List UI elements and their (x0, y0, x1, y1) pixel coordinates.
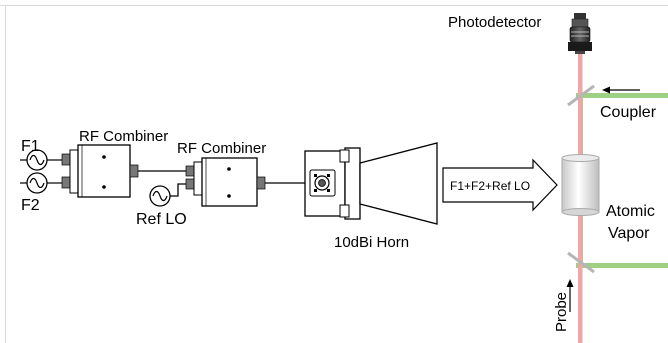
rf-combiner-2-label: RF Combiner (177, 140, 266, 157)
sine-source-icon (149, 183, 190, 207)
horn-label: 10dBi Horn (334, 234, 409, 251)
rf-combiner-icon (61, 144, 139, 198)
sine-source-icon (20, 172, 62, 194)
upper-mirror (567, 84, 595, 107)
rf-combiner-icon (185, 157, 266, 207)
photodetector-label: Photodetector (448, 14, 541, 31)
photodetector-icon (568, 13, 592, 54)
coupler-arrow (602, 86, 640, 94)
signal-block-arrow (442, 158, 558, 212)
sine-source-icon (20, 149, 62, 171)
probe-arrow (566, 279, 574, 312)
probe-label: Probe (553, 292, 570, 332)
f1-label: F1 (21, 138, 40, 155)
coupler-label: Coupler (600, 104, 657, 121)
rf-combiner-1-label: RF Combiner (79, 128, 168, 145)
lower-mirror (567, 251, 595, 274)
vapor-label-line1: Atomic (606, 203, 655, 220)
vapor-cell (561, 154, 600, 216)
f2-label: F2 (21, 197, 40, 214)
horn-antenna-icon (304, 142, 438, 225)
vapor-label-line2: Vapor (608, 225, 650, 242)
signal-label: F1+F2+Ref LO (450, 179, 530, 193)
ref-lo-label: Ref LO (136, 211, 187, 228)
